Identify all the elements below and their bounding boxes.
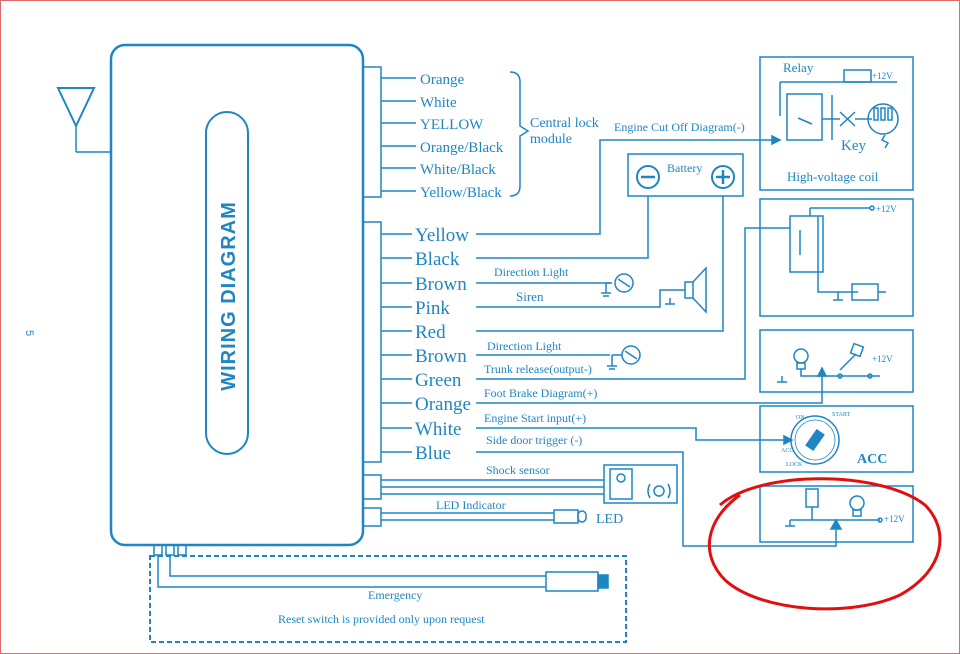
side-door-label: Side door trigger (-) <box>486 433 582 447</box>
ignition-on-label: ON <box>796 415 805 421</box>
emergency-label: Emergency <box>368 588 422 602</box>
door-bulb-icon <box>849 495 865 517</box>
central-lock-wire-1: Orange <box>420 72 464 88</box>
battery-label: Battery <box>667 161 702 175</box>
direction-light-2-icon <box>607 345 641 370</box>
red-circle-annotation <box>708 477 942 611</box>
wire-red-path <box>476 196 724 332</box>
led-connector <box>362 507 587 527</box>
trunk-relay-plus12v: +12V <box>876 204 897 214</box>
diagram-title: WIRING DIAGRAM <box>218 201 240 391</box>
wire-white-path <box>476 427 790 441</box>
direction-light-1-label: Direction Light <box>494 265 569 279</box>
siren-icon <box>665 266 707 314</box>
led-label: LED <box>596 512 623 527</box>
siren-label: Siren <box>516 289 544 304</box>
direction-light-2-label: Direction Light <box>487 339 562 353</box>
trunk-relay-box <box>759 198 914 317</box>
shock-sensor-connector <box>362 464 678 504</box>
high-voltage-coil-box <box>759 56 914 191</box>
central-lock-label-line1: Central lock <box>530 116 599 131</box>
ignition-key-icon <box>790 415 840 465</box>
trunk-release-label: Trunk release(output-) <box>484 362 592 376</box>
wire-orange-path <box>476 372 823 404</box>
central-lock-wire-4: Orange/Black <box>420 140 504 156</box>
wire-orange: Orange <box>415 394 471 415</box>
wire-blue-path <box>476 451 837 547</box>
engine-start-label: Engine Start input(+) <box>484 411 586 425</box>
central-lock-wire-3: YELLOW <box>420 117 484 133</box>
central-lock-connector <box>362 66 530 198</box>
door-plus12v: +12V <box>884 514 905 524</box>
reset-note: Reset switch is provided only upon reque… <box>278 612 485 626</box>
wire-brown-2: Brown <box>415 346 467 367</box>
wire-yellow-path <box>476 139 780 235</box>
engine-cut-off-label: Engine Cut Off Diagram(-) <box>614 120 745 134</box>
foot-brake-label: Foot Brake Diagram(+) <box>484 386 597 400</box>
wire-black-path <box>476 196 649 259</box>
door-light-box <box>759 485 914 543</box>
wire-blue: Blue <box>415 443 451 464</box>
ignition-switch-box <box>759 405 914 473</box>
central-lock-wire-5: White/Black <box>420 162 496 178</box>
wire-white: White <box>415 419 461 440</box>
ignition-start-label: START <box>832 412 850 418</box>
wire-red: Red <box>415 322 446 343</box>
high-voltage-coil-label: High-voltage coil <box>787 169 879 184</box>
led-indicator-label: LED Indicator <box>436 498 506 512</box>
battery: Battery <box>627 153 744 197</box>
control-unit-label-slot <box>205 111 249 455</box>
main-connector <box>362 221 412 463</box>
wire-pink: Pink <box>415 298 450 319</box>
relay-plus12v: +12V <box>872 71 893 81</box>
central-lock-wire-6: Yellow/Black <box>420 185 502 201</box>
acc-label: ACC <box>857 452 887 467</box>
wire-black: Black <box>415 249 460 270</box>
central-lock-wire-2: White <box>420 95 457 111</box>
central-lock-label-line2: module <box>530 132 572 147</box>
ignition-coil-icon <box>867 103 899 149</box>
wire-green-path <box>476 227 790 380</box>
relay-label: Relay <box>783 60 814 75</box>
ignition-lock-label: LOCK <box>786 462 803 468</box>
page-number: 5 <box>23 330 35 336</box>
wire-brown-1: Brown <box>415 274 467 295</box>
key-label: Key <box>841 138 866 154</box>
wire-green: Green <box>415 370 462 391</box>
shock-sensor-icon <box>647 483 671 499</box>
battery-minus-icon <box>636 165 660 189</box>
direction-light-1-icon <box>601 273 634 297</box>
wire-yellow: Yellow <box>415 225 469 246</box>
shock-sensor-label: Shock sensor <box>486 463 550 477</box>
antenna-icon <box>56 87 112 153</box>
emergency-switch <box>149 544 627 643</box>
brake-light-box <box>759 329 914 393</box>
led-icon <box>577 510 587 523</box>
brake-plus12v: +12V <box>872 354 893 364</box>
ignition-acc-small-label: ACC <box>781 448 793 454</box>
battery-plus-icon <box>711 165 735 189</box>
